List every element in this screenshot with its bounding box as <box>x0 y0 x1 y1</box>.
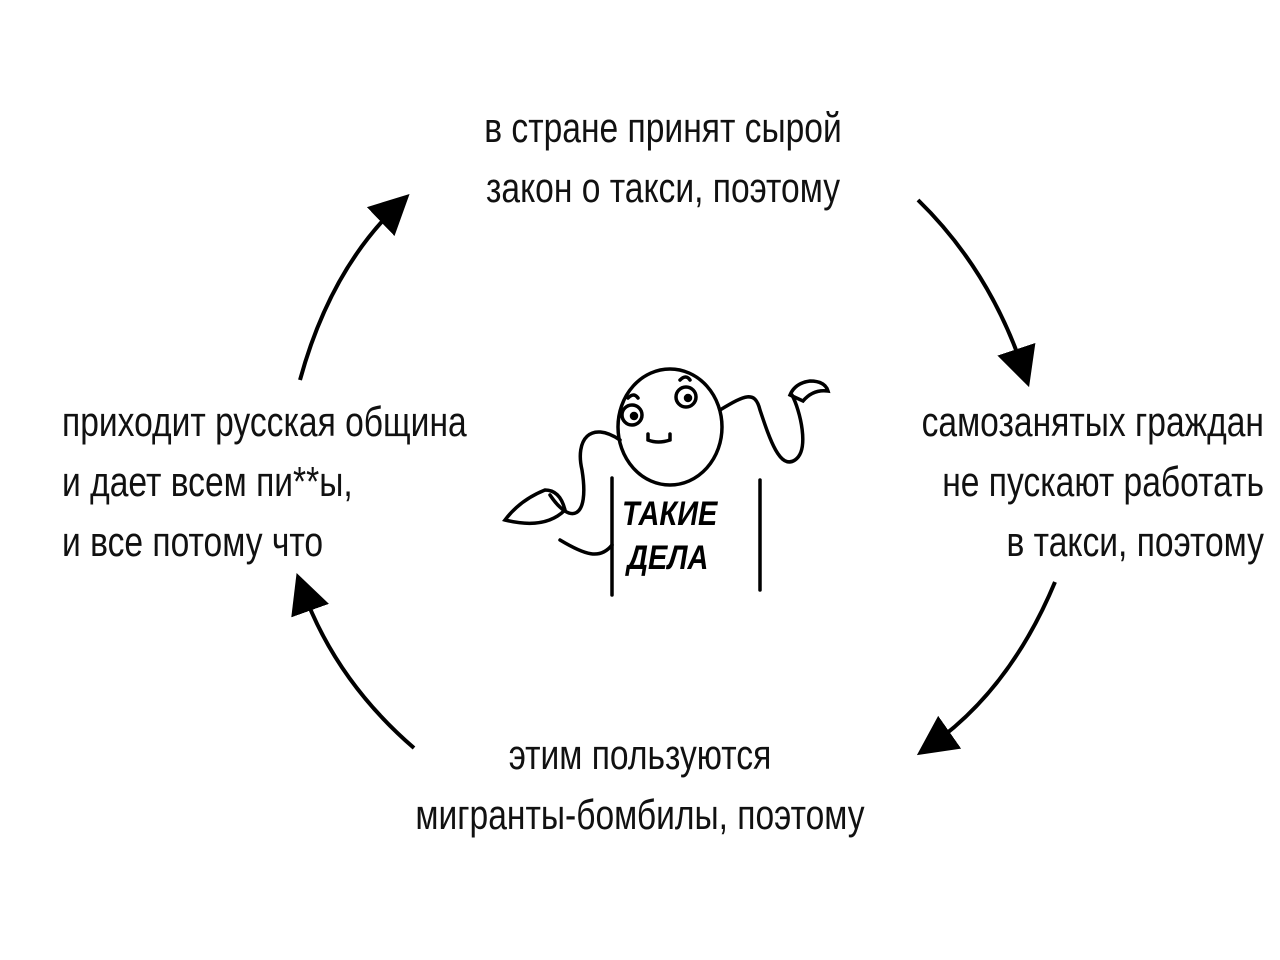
node-top-line: в стране принят сырой <box>484 104 842 151</box>
logo-line: ДЕЛА <box>627 539 709 577</box>
node-bottom-line: мигранты-бомбилы, поэтому <box>415 791 865 838</box>
arrow-left-to-top <box>298 193 410 381</box>
node-left: приходит русская община и дает всем пи**… <box>62 392 568 572</box>
arrow-bottom-to-left <box>291 572 416 750</box>
node-left-line: и дает всем пи**ы, <box>62 458 353 505</box>
node-right-line: не пускают работать <box>942 458 1264 505</box>
node-bottom-line: этим пользуются <box>508 731 772 778</box>
shrugging-character-illustration <box>502 367 831 597</box>
arrow-top-to-right <box>916 198 1036 388</box>
node-left-line: приходит русская община <box>62 398 467 445</box>
takie-dela-logo: ТАКИЕ ДЕЛА <box>622 492 717 580</box>
node-top-line: закон о такси, поэтому <box>485 164 841 211</box>
node-bottom: этим пользуются мигранты-бомбилы, поэтом… <box>340 725 940 845</box>
node-right-line: самозанятых граждан <box>921 398 1264 445</box>
node-right-line: в такси, поэтому <box>1006 518 1264 565</box>
node-top: в стране принят сырой закон о такси, поэ… <box>363 98 963 218</box>
node-right: самозанятых граждан не пускают работать … <box>836 392 1264 572</box>
logo-line: ТАКИЕ <box>622 495 718 533</box>
arrow-right-to-bottom <box>916 581 1057 756</box>
node-left-line: и все потому что <box>62 518 324 565</box>
